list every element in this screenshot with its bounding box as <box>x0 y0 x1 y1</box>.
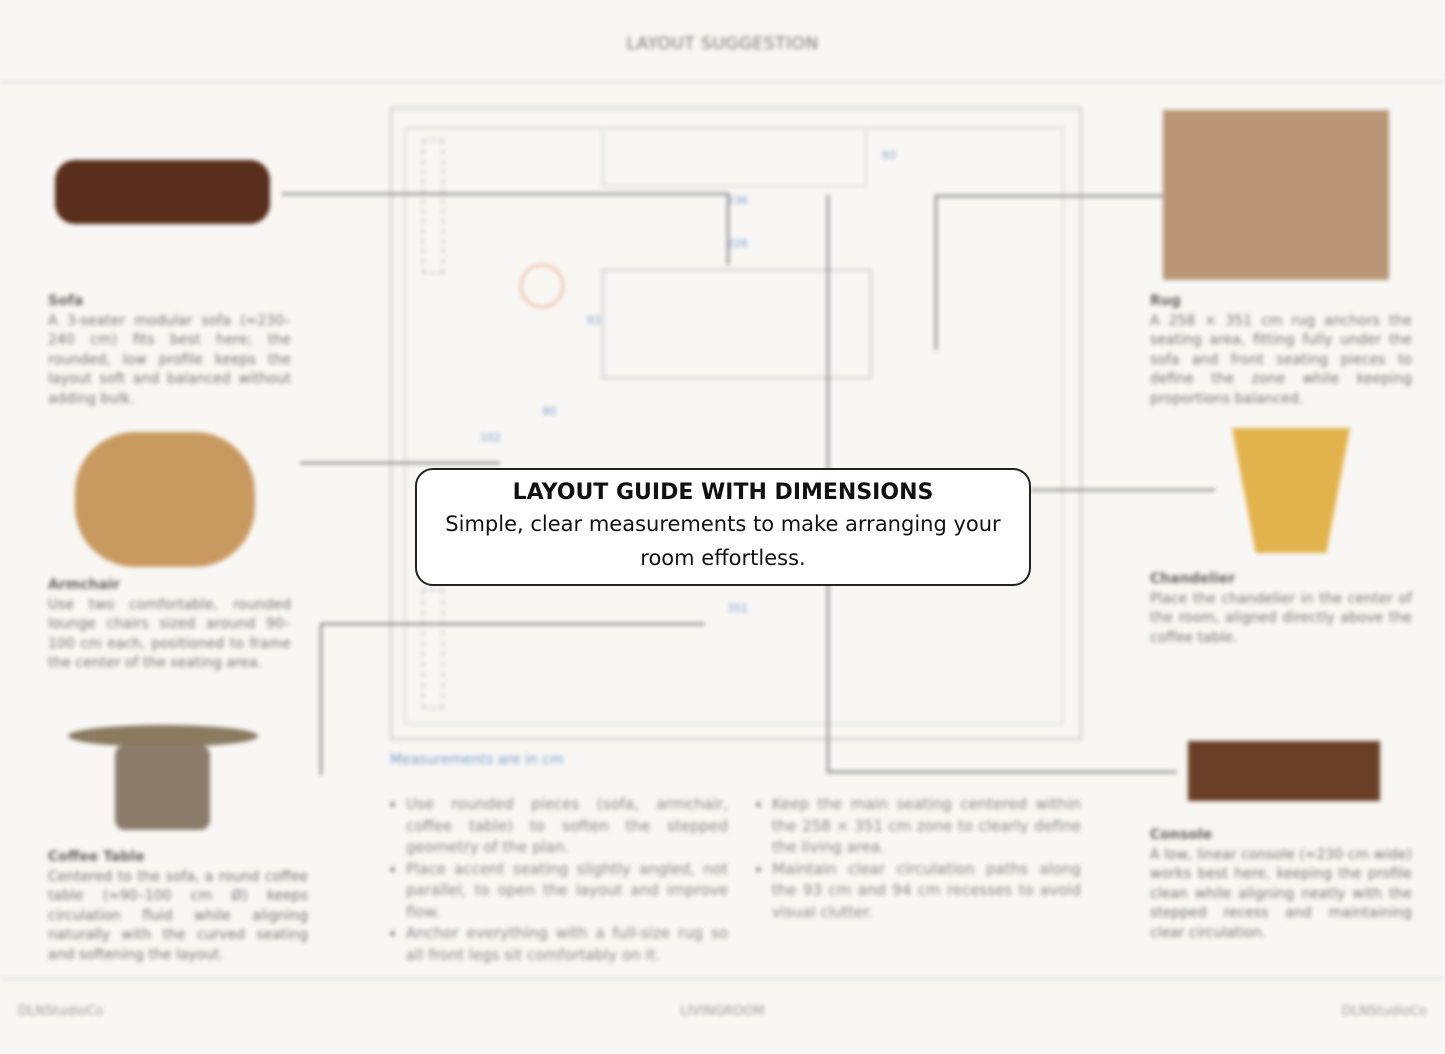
rug-connector <box>935 195 937 350</box>
tips-right: Keep the main seating centered within th… <box>754 794 1081 923</box>
sofa-connector <box>727 193 729 265</box>
radiator <box>422 139 444 274</box>
rug-connector <box>935 195 1163 197</box>
console-outline <box>602 127 867 187</box>
divider <box>0 81 1445 83</box>
rug-image <box>1163 110 1389 280</box>
dimension-label: 102 <box>480 431 501 444</box>
callout-subtitle: Simple, clear measurements to make arran… <box>445 512 1001 570</box>
measurement-note: Measurements are in cm <box>390 752 564 768</box>
lamp-symbol <box>520 264 564 308</box>
floor-plan: 93 236 226 93 90 102 351 <box>390 107 1082 740</box>
coffee-table-base <box>115 745 210 830</box>
coffee-table-connector <box>320 623 322 775</box>
footer-room: LIVINGROOM <box>680 1004 765 1019</box>
dimension-label: 93 <box>587 314 601 327</box>
sofa-image <box>55 160 270 224</box>
tip-item: Anchor everything with a full-size rug s… <box>406 923 728 966</box>
dimension-label: 90 <box>542 405 556 418</box>
footer-brand-right: DLNStudioCo <box>1341 1004 1427 1019</box>
coffee-table-connector <box>320 623 705 625</box>
layout-guide-callout: LAYOUT GUIDE WITH DIMENSIONS Simple, cle… <box>415 468 1031 586</box>
coffee-table-image <box>68 725 258 747</box>
dimension-label: 351 <box>727 602 748 615</box>
armchair-image <box>75 432 255 567</box>
footer-brand-left: DLNStudioCo <box>18 1004 104 1019</box>
console-image <box>1188 741 1380 801</box>
sofa-outline <box>602 269 872 379</box>
radiator <box>422 589 444 709</box>
divider <box>0 978 1445 980</box>
dimension-label: 93 <box>882 149 896 162</box>
callout-title: LAYOUT GUIDE WITH DIMENSIONS <box>512 480 934 505</box>
tip-item: Place accent seating slightly angled, no… <box>406 859 728 924</box>
tip-item: Use rounded pieces (sofa, armchair, coff… <box>406 794 728 859</box>
armchair-connector <box>300 462 500 464</box>
dimension-label: 226 <box>727 237 748 250</box>
sofa-connector <box>282 193 727 195</box>
inner-wall <box>404 127 1064 725</box>
chandelier-image <box>1232 428 1350 553</box>
chandelier-connector <box>1030 489 1215 491</box>
tips-left: Use rounded pieces (sofa, armchair, coff… <box>388 794 728 966</box>
tip-item: Keep the main seating centered within th… <box>772 794 1081 859</box>
page-header: LAYOUT SUGGESTION <box>626 34 819 54</box>
console-connector <box>827 771 1177 773</box>
tip-item: Maintain clear circulation paths along t… <box>772 859 1081 924</box>
dimension-label: 236 <box>727 194 748 207</box>
